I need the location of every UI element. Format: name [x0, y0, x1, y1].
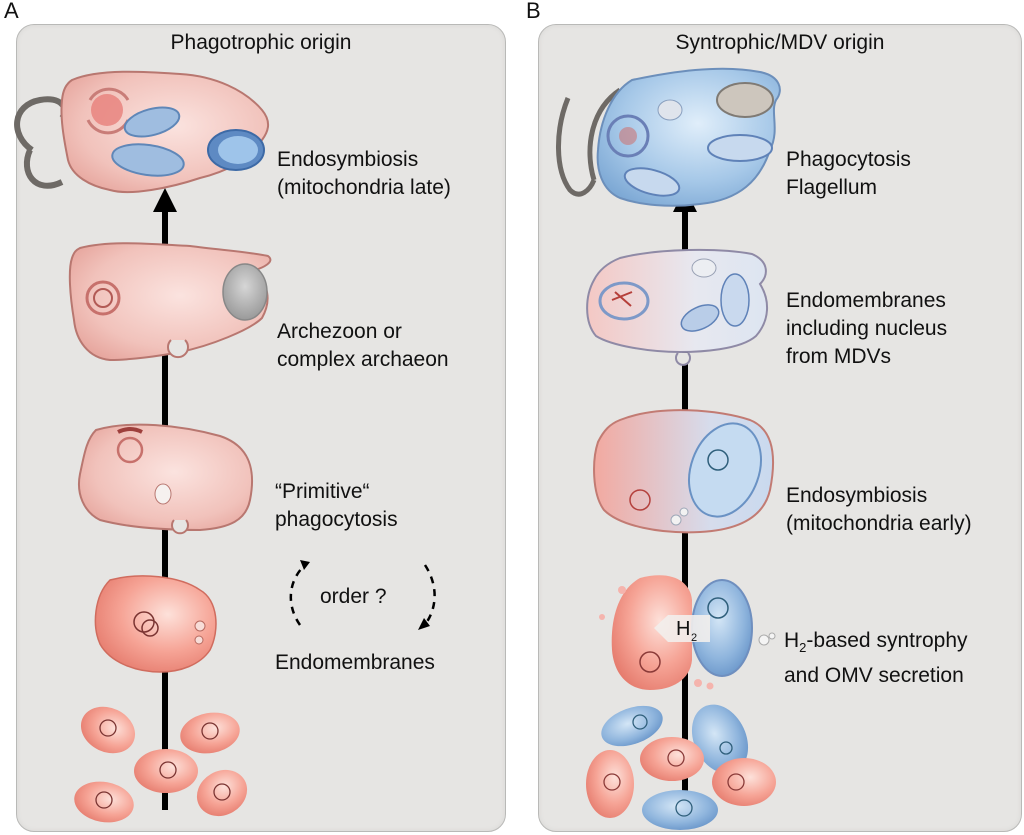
label-line: “Primitive“ [275, 480, 370, 503]
panel-b-cell-syntrophy: H 2 [599, 575, 776, 690]
endosymbiont [688, 422, 762, 518]
panel-b-stage-2-label: Endomembranes including nucleus from MDV… [786, 287, 947, 371]
label-line: Endosymbiosis [277, 148, 419, 171]
archaeon [196, 769, 248, 817]
mitochondrion [720, 273, 750, 327]
panel-b-stage-1-label: Phagocytosis Flagellum [786, 146, 911, 202]
mitochondrion [707, 134, 773, 162]
h2-arrow [654, 615, 710, 642]
label-line: H2-based syntrophy [784, 627, 968, 662]
label-line: Endomembranes [275, 651, 435, 674]
label-line: from MDVs [786, 345, 891, 368]
panel-a-cell-archezoon [68, 242, 272, 362]
panel-a-stage-3-label: “Primitive“ phagocytosis [275, 478, 398, 534]
order-arrow-down [423, 564, 436, 627]
panel-b-prokaryote-group [586, 704, 776, 830]
label-text: -based syntrophy [806, 629, 968, 652]
flagellum-icon [556, 97, 597, 197]
label-line: including nucleus [786, 317, 948, 340]
label-line: complex archaeon [277, 348, 449, 371]
nucleus [716, 82, 774, 118]
label-line: (mitochondria late) [277, 176, 451, 199]
panel-b-cell-eukaryote [556, 67, 781, 207]
panel-a-archaea-group [74, 706, 248, 823]
panel-a-stage-1-label: Endosymbiosis (mitochondria late) [277, 146, 451, 202]
panel-b-letter: B [526, 0, 541, 23]
panel-a-stage-4-label: Endomembranes [275, 649, 435, 677]
panel-a-cell-eukaryote [14, 70, 269, 194]
archaeon [640, 737, 704, 781]
h2-subscript: 2 [799, 640, 807, 655]
archezoon-vacuole [222, 263, 268, 321]
flagellum-icon [14, 96, 68, 153]
bacterium [601, 705, 663, 747]
panel-a-title: Phagotrophic origin [170, 31, 352, 54]
panel-b-stage-4-label: H2-based syntrophy and OMV secretion [784, 627, 968, 690]
label-line: Endomembranes [786, 289, 946, 312]
panel-a-letter: A [4, 0, 19, 23]
mitochondrion [623, 167, 681, 197]
panel-a-cell-primitive [78, 423, 254, 535]
svg-text:2: 2 [691, 632, 697, 644]
label-line: and OMV secretion [784, 664, 964, 687]
panel-b-stage-3-label: Endosymbiosis (mitochondria early) [786, 482, 972, 538]
mitochondrion [123, 106, 181, 138]
mitochondrion [680, 304, 720, 332]
nucleus [91, 94, 123, 126]
label-line: (mitochondria early) [786, 512, 972, 535]
panel-a-order-note: order ? [320, 585, 387, 608]
archaeon [586, 750, 634, 818]
h2-text: H [784, 629, 800, 652]
archaeon [80, 706, 136, 754]
label-line: Endosymbiosis [786, 484, 928, 507]
panel-a-stage-2-label: Archezoon or complex archaeon [277, 318, 449, 374]
archaeon [134, 749, 198, 793]
archaeon-host [611, 575, 692, 690]
bacterium [691, 704, 749, 774]
panel-b-cell-endosymbiosis [593, 409, 775, 534]
panel-b-title: Syntrophic/MDV origin [675, 31, 885, 54]
label-line: Phagocytosis [786, 148, 911, 171]
mitochondrion [111, 143, 185, 177]
panel-a-evolution-arrowhead [153, 188, 177, 212]
label-line: Flagellum [786, 176, 878, 199]
label-line: Archezoon or [277, 320, 402, 343]
archaeon [180, 712, 240, 754]
archaeon [74, 781, 134, 823]
label-line: phagocytosis [275, 508, 398, 531]
svg-text:H: H [676, 618, 690, 640]
order-arrow-up [289, 563, 307, 626]
panel-a-cell-endomembranes [94, 575, 217, 673]
panel-b-cell-mdv [586, 248, 768, 366]
bacterium [642, 790, 718, 830]
